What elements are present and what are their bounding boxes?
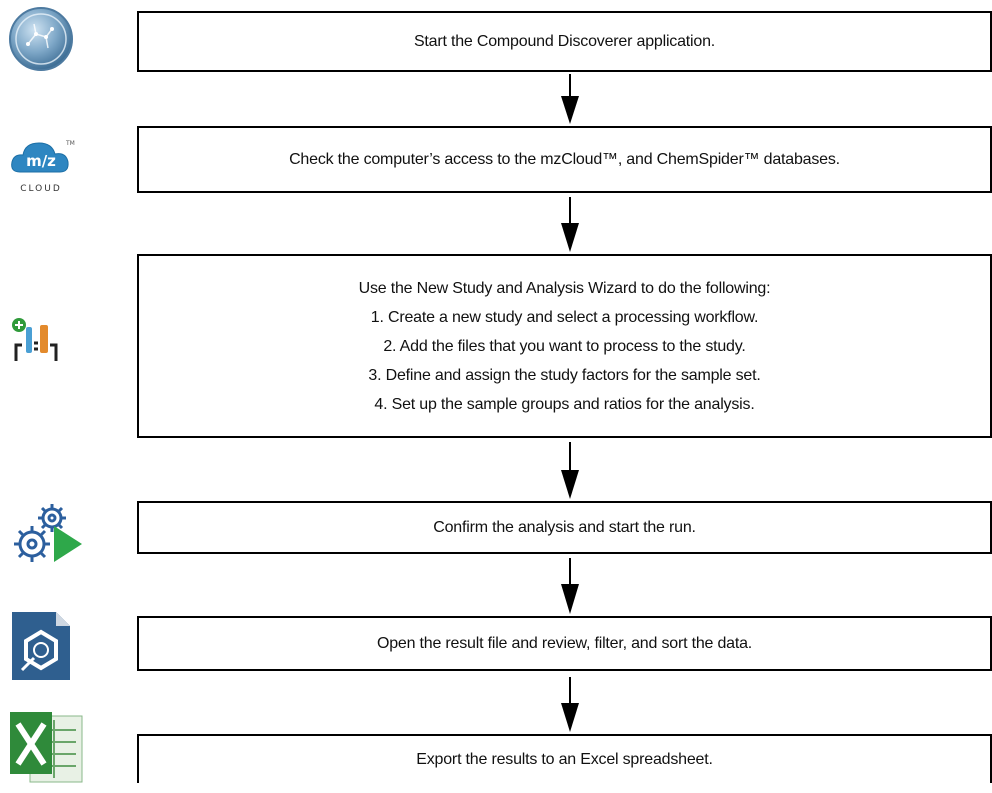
step-text-4: Confirm the analysis and start the run. bbox=[433, 518, 696, 536]
svg-text:m/z: m/z bbox=[26, 152, 56, 170]
svg-text:TM: TM bbox=[65, 140, 75, 147]
flow-arrow-3 bbox=[561, 442, 579, 499]
compound-discoverer-icon bbox=[6, 4, 76, 74]
study-wizard-icon bbox=[6, 313, 76, 383]
result-file-icon bbox=[6, 610, 76, 680]
step-box-1: Start the Compound Discoverer applicatio… bbox=[137, 11, 992, 72]
excel-icon bbox=[6, 708, 83, 783]
step-text-6: Export the results to an Excel spreadshe… bbox=[416, 750, 713, 768]
step-text-3: Use the New Study and Analysis Wizard to… bbox=[358, 279, 771, 297]
mzcloud-icon: m/z TM CLOUD bbox=[6, 132, 76, 202]
step-box-3: Use the New Study and Analysis Wizard to… bbox=[137, 254, 992, 438]
flow-arrow-4 bbox=[561, 558, 579, 614]
mzcloud-label: CLOUD bbox=[20, 184, 62, 194]
substep-3: 3. Define and assign the study factors f… bbox=[368, 366, 761, 384]
substep-4: 4. Set up the sample groups and ratios f… bbox=[374, 395, 755, 413]
step-text-5: Open the result file and review, filter,… bbox=[376, 634, 753, 652]
step-box-6: Export the results to an Excel spreadshe… bbox=[137, 734, 992, 783]
step-text-2: Check the computer’s access to the mzClo… bbox=[289, 150, 840, 168]
flow-arrow-2 bbox=[561, 197, 579, 252]
flow-arrow-1 bbox=[561, 74, 579, 124]
substep-2: 2. Add the files that you want to proces… bbox=[383, 337, 746, 355]
run-gears-play-icon bbox=[6, 496, 82, 566]
step-box-4: Confirm the analysis and start the run. bbox=[137, 501, 992, 554]
step-box-5: Open the result file and review, filter,… bbox=[137, 616, 992, 671]
step-box-2: Check the computer’s access to the mzClo… bbox=[137, 126, 992, 193]
substep-1: 1. Create a new study and select a proce… bbox=[370, 308, 759, 326]
step-text-1: Start the Compound Discoverer applicatio… bbox=[413, 32, 716, 50]
flow-arrow-5 bbox=[561, 677, 579, 732]
